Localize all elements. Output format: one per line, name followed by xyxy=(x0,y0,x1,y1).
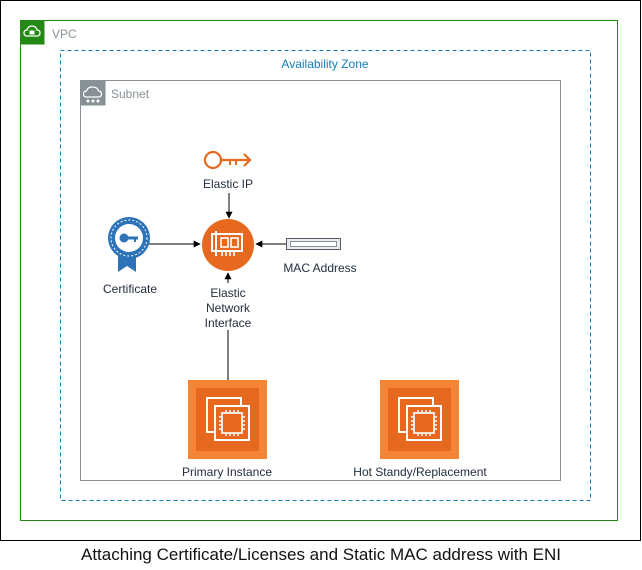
vpc-label: VPC xyxy=(52,27,77,41)
availability-zone-group xyxy=(60,50,591,501)
subnet-icon xyxy=(80,80,106,106)
primary-instance-label: Primary Instance xyxy=(181,465,273,479)
hot-standby-label: Hot Standy/Replacement xyxy=(353,465,487,479)
availability-zone-label: Availability Zone xyxy=(281,57,369,71)
subnet-label: Subnet xyxy=(111,87,150,101)
certificate-label: Certificate xyxy=(102,282,158,296)
elastic-ip-label: Elastic IP xyxy=(202,177,253,191)
eni-label: Elastic Network Interface xyxy=(204,286,252,330)
elastic-ip-icon xyxy=(203,150,252,170)
vpc-group xyxy=(20,20,618,521)
elastic-network-interface-icon xyxy=(202,219,254,271)
primary-instance-ec2-icon xyxy=(188,380,267,459)
certificate-icon xyxy=(108,217,150,272)
hot-standby-ec2-icon xyxy=(380,380,459,459)
mac-address-label: MAC Address xyxy=(283,261,357,275)
diagram-caption: Attaching Certificate/Licenses and Stati… xyxy=(81,545,561,564)
outer-frame xyxy=(0,0,641,541)
subnet-group xyxy=(80,80,561,481)
vpc-icon xyxy=(20,20,45,45)
mac-address-icon xyxy=(286,238,341,250)
